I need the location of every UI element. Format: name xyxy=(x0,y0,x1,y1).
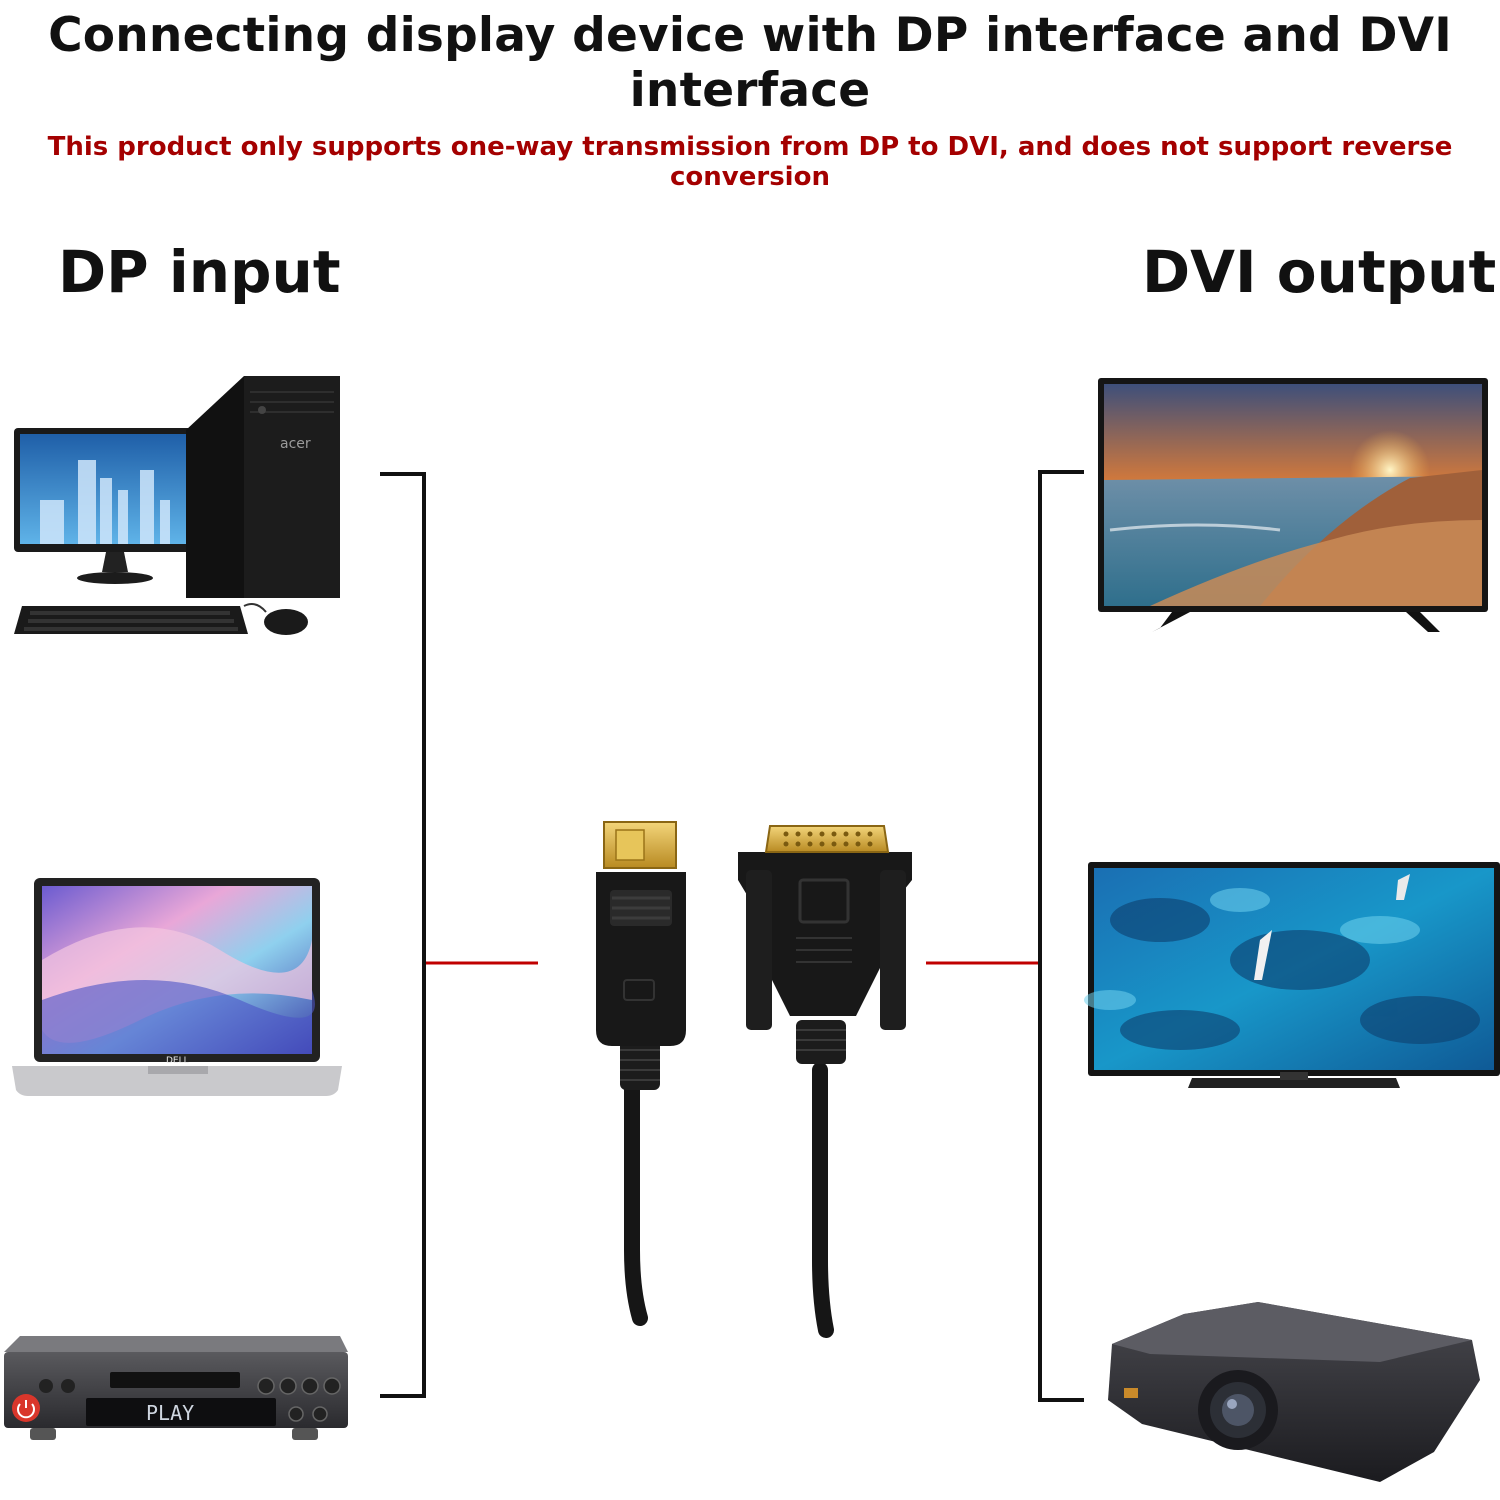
pc-tower-icon: acer xyxy=(186,376,340,598)
tv-sunset-beach xyxy=(1098,378,1488,632)
laptop: DELL xyxy=(12,878,342,1096)
player-display-text: PLAY xyxy=(146,1401,194,1425)
dp-plug xyxy=(596,821,686,1046)
dvi-cable xyxy=(796,1020,846,1338)
dp-input-label: DP input xyxy=(58,238,341,306)
monitor-icon xyxy=(14,428,216,584)
page-subtitle: This product only supports one-way trans… xyxy=(47,132,1453,192)
dvi-output-label: DVI output xyxy=(1142,238,1497,306)
mouse-icon xyxy=(243,603,308,635)
keyboard-icon xyxy=(14,606,248,634)
desktop-computer: acer xyxy=(14,376,340,635)
dp-cable xyxy=(620,1040,660,1326)
dvi-bracket xyxy=(1038,470,1084,1402)
tv-ocean-aerial xyxy=(1084,862,1500,1088)
media-player: PLAY xyxy=(4,1336,348,1440)
acer-logo: acer xyxy=(280,436,311,452)
page-title: Connecting display device with DP interf… xyxy=(48,8,1452,118)
dvi-plug xyxy=(738,825,912,1030)
dell-logo: DELL xyxy=(166,1056,189,1066)
dp-bracket xyxy=(380,472,426,1398)
boat-icon xyxy=(1254,930,1272,980)
projector xyxy=(1108,1302,1480,1482)
